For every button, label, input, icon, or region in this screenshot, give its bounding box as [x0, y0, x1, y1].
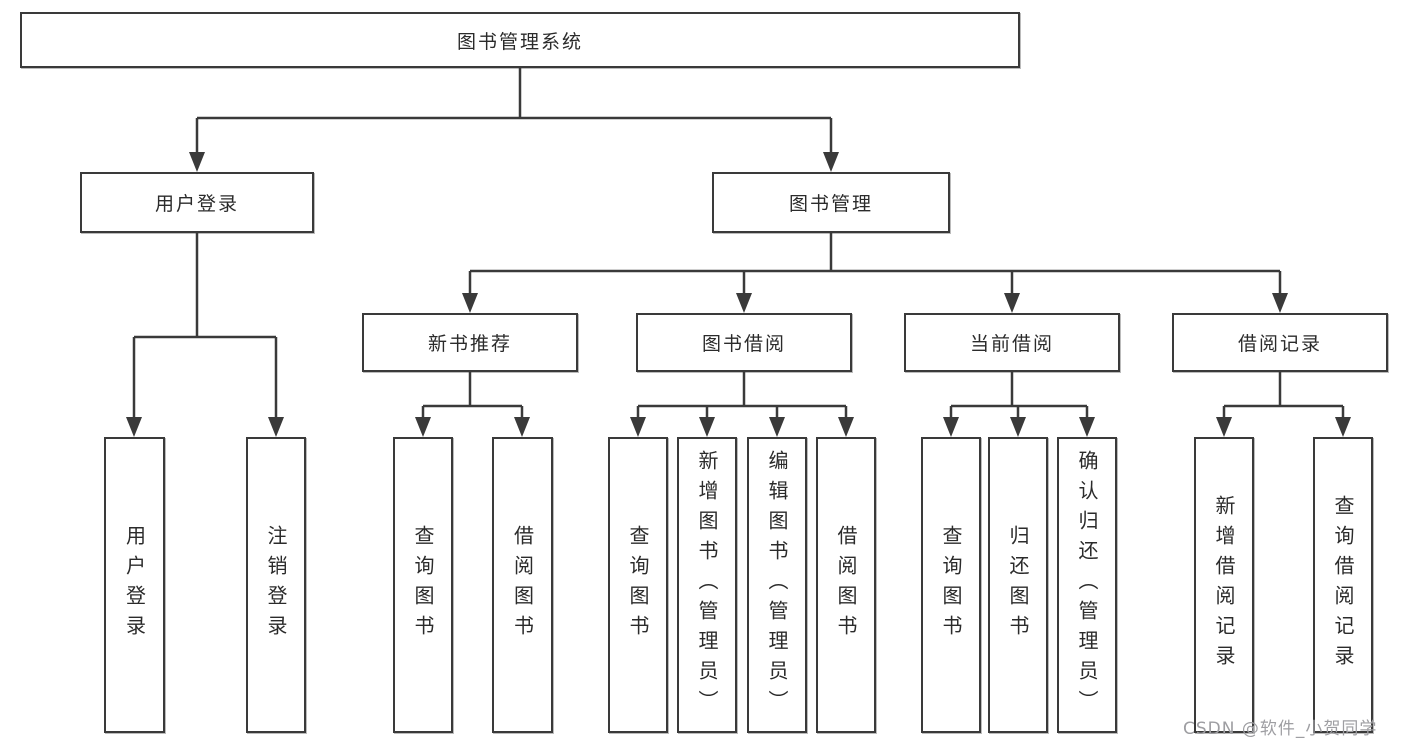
arrowhead: [699, 417, 715, 437]
node-label: 新增图书（管理员）: [695, 450, 719, 720]
node-label: 借阅图书: [510, 525, 535, 645]
arrowhead: [189, 152, 205, 172]
node-book-borrowing: 图书借阅: [636, 313, 852, 372]
leaf-borrow-books-borrowing: 借阅图书: [816, 437, 876, 733]
leaf-query-books-recommend: 查询图书: [393, 437, 453, 733]
leaf-add-borrow-record: 新增借阅记录: [1194, 437, 1254, 733]
node-borrowing-records: 借阅记录: [1172, 313, 1388, 372]
node-label: 借阅图书: [834, 525, 858, 645]
node-book-management: 图书管理: [712, 172, 950, 233]
node-label: 用户登录: [154, 193, 239, 215]
arrowhead: [1004, 293, 1020, 313]
node-label: 新书推荐: [427, 333, 512, 355]
arrowhead: [769, 417, 785, 437]
arrowhead: [630, 417, 646, 437]
leaf-logout: 注销登录: [246, 437, 306, 733]
node-label: 新增借阅记录: [1212, 495, 1236, 675]
arrowhead: [1216, 417, 1232, 437]
arrowhead: [126, 417, 142, 437]
arrowhead: [1335, 417, 1351, 437]
node-label: 查询图书: [626, 525, 650, 645]
leaf-confirm-return-admin: 确认归还（管理员）: [1057, 437, 1117, 733]
arrowhead: [943, 417, 959, 437]
leaf-user-login: 用户登录: [104, 437, 165, 733]
node-new-book-recommendation: 新书推荐: [362, 313, 578, 372]
arrowhead: [514, 417, 530, 437]
node-user-login: 用户登录: [80, 172, 314, 233]
node-label: 编辑图书（管理员）: [765, 450, 789, 720]
node-current-borrowing: 当前借阅: [904, 313, 1120, 372]
node-label: 注销登录: [264, 525, 288, 645]
node-label: 归还图书: [1006, 525, 1030, 645]
node-label: 查询借阅记录: [1331, 495, 1355, 675]
node-label: 查询图书: [411, 525, 435, 645]
arrowhead: [1079, 417, 1095, 437]
arrowhead: [823, 152, 839, 172]
arrowhead: [415, 417, 431, 437]
leaf-edit-books-admin: 编辑图书（管理员）: [747, 437, 807, 733]
node-label: 查询图书: [939, 525, 963, 645]
node-label: 确认归还（管理员）: [1075, 450, 1099, 720]
node-label: 图书管理系统: [456, 30, 583, 53]
arrowhead: [838, 417, 854, 437]
arrowhead: [1272, 293, 1288, 313]
node-label: 图书借阅: [701, 333, 786, 355]
leaf-borrow-books-recommend: 借阅图书: [492, 437, 553, 733]
leaf-query-borrow-record: 查询借阅记录: [1313, 437, 1373, 733]
arrowhead: [462, 293, 478, 313]
node-label: 当前借阅: [969, 333, 1054, 355]
node-label: 用户登录: [122, 525, 147, 645]
leaf-return-books: 归还图书: [988, 437, 1048, 733]
node-library-management-system: 图书管理系统: [20, 12, 1020, 68]
leaf-query-books-borrowing: 查询图书: [608, 437, 668, 733]
arrowhead: [736, 293, 752, 313]
leaf-add-books-admin: 新增图书（管理员）: [677, 437, 737, 733]
arrowhead: [268, 417, 284, 437]
leaf-query-books-current: 查询图书: [921, 437, 981, 733]
node-label: 借阅记录: [1237, 333, 1322, 355]
node-label: 图书管理: [788, 193, 873, 215]
csdn-watermark: CSDN @软件_小贺同学: [1183, 719, 1378, 739]
arrowhead: [1010, 417, 1026, 437]
